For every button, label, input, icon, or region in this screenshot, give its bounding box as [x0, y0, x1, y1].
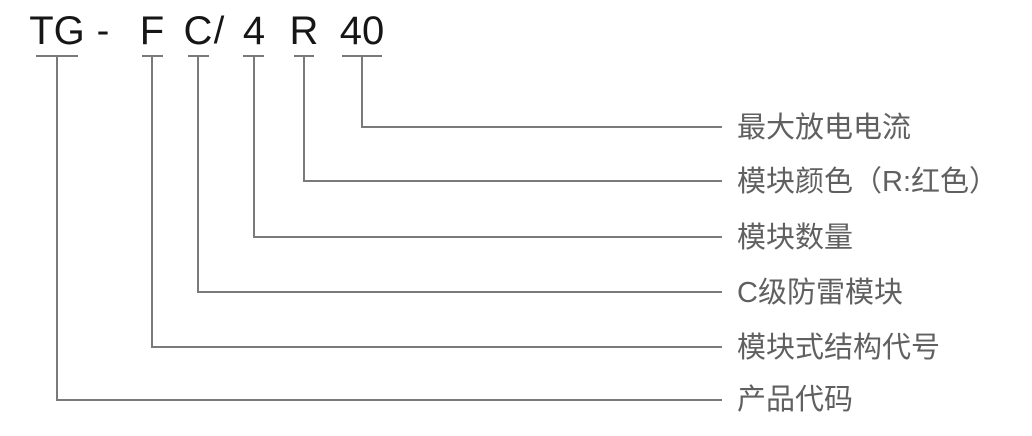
connector-vertical-c: [197, 57, 199, 293]
code-segment-4: 4: [242, 9, 266, 53]
underline-r: [294, 55, 314, 57]
connector-horizontal-c: [197, 291, 722, 293]
label-module-quantity: 模块数量: [737, 222, 854, 254]
underline-tg: [36, 55, 78, 57]
connector-horizontal-40: [361, 126, 722, 128]
connector-horizontal-tg: [56, 399, 722, 401]
connector-vertical-4: [253, 57, 255, 238]
connector-vertical-tg: [56, 57, 58, 401]
code-segment-f: F: [139, 9, 165, 53]
code-segment-c: C: [183, 9, 213, 53]
underline-40: [342, 55, 382, 57]
connector-vertical-r: [303, 57, 305, 182]
code-segment-r: R: [289, 9, 319, 53]
connector-vertical-40: [361, 57, 363, 128]
connector-vertical-f: [151, 57, 153, 348]
label-modular-structure-code: 模块式结构代号: [737, 332, 941, 364]
code-segment-40: 40: [339, 9, 385, 53]
label-max-discharge-current: 最大放电电流: [737, 112, 912, 144]
connector-horizontal-r: [303, 180, 722, 182]
label-module-color: 模块颜色（R:红色）: [737, 166, 999, 198]
code-segment-tg: TG: [29, 9, 85, 53]
connector-horizontal-f: [151, 346, 722, 348]
connector-horizontal-4: [253, 236, 722, 238]
underline-c: [188, 55, 209, 57]
underline-f: [142, 55, 163, 57]
code-separator-slash: /: [213, 10, 225, 52]
underline-4: [243, 55, 264, 57]
label-product-code: 产品代码: [737, 384, 854, 416]
code-separator-dash: -: [96, 10, 110, 52]
label-class-c-module: C级防雷模块: [737, 277, 903, 309]
